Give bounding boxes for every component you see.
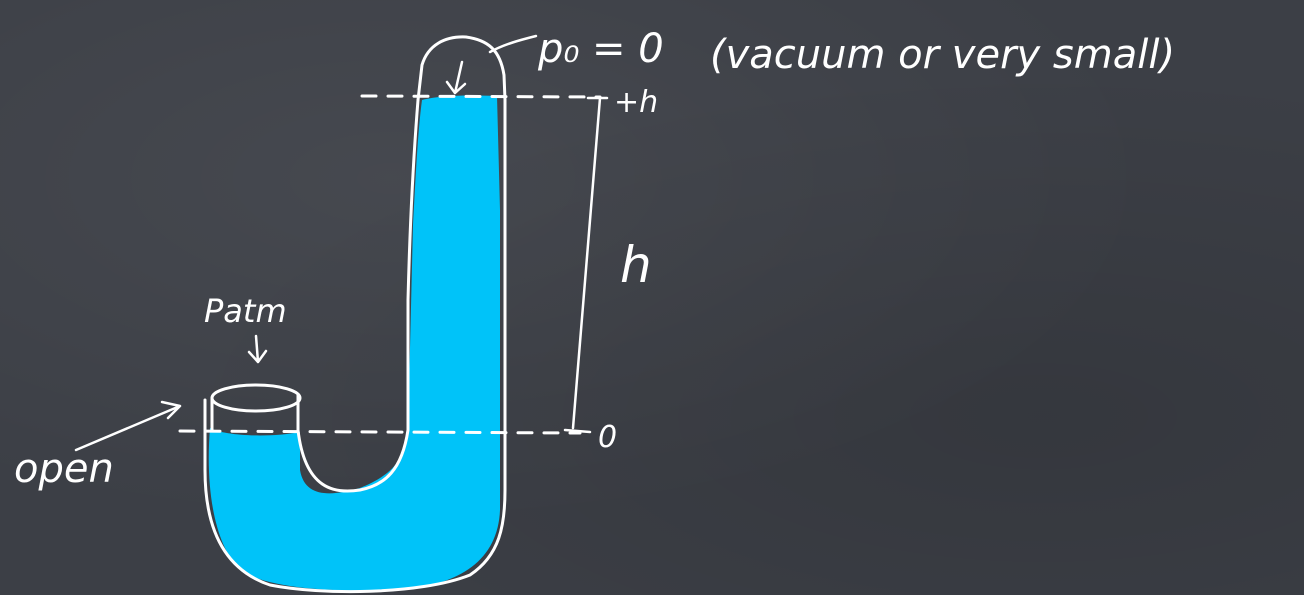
label-open: open — [14, 446, 114, 492]
height-bracket — [563, 96, 609, 434]
tube-inner-wall — [296, 98, 420, 493]
label-equals-zero: = 0 — [592, 26, 664, 72]
liquid-column — [208, 95, 500, 591]
patm-arrow — [247, 334, 268, 364]
label-height: h — [620, 236, 652, 294]
tube-outer-wall — [203, 35, 507, 594]
label-p0: p₀ — [537, 26, 579, 72]
p0-pointer-line — [488, 34, 538, 54]
level-line-bottom — [178, 429, 582, 435]
open-arrow — [74, 400, 182, 452]
p0-arrow — [445, 60, 467, 95]
label-patm: Patm — [204, 292, 287, 330]
label-top-level: +h — [614, 85, 658, 120]
open-end-ellipse — [210, 383, 302, 413]
label-vacuum-note: (vacuum or very small) — [710, 32, 1175, 78]
label-bottom-level: 0 — [598, 420, 617, 455]
level-line-top — [360, 94, 602, 99]
